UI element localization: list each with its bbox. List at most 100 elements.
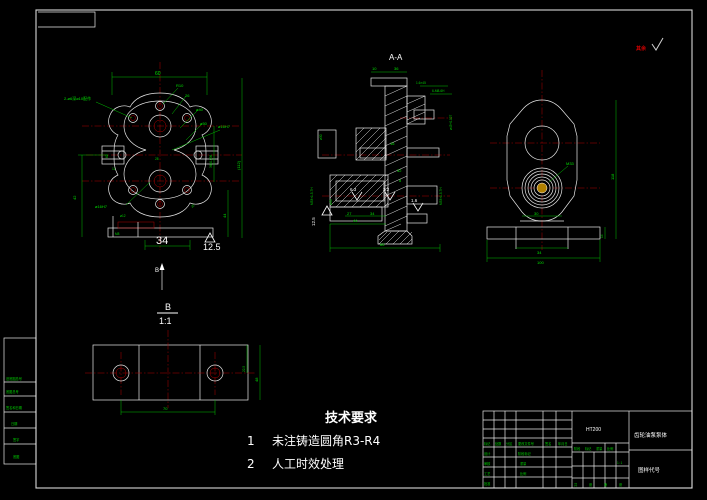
aa-surf-1-6: 1.6 [411,198,418,203]
front-bolt-hole-br [182,185,192,195]
tb-scale-value: 1: 1 [617,461,623,465]
aa-hatch-foot [378,230,413,245]
aa-main-wall [384,85,408,232]
tb-bl-3: 张 [619,482,623,487]
corner-mark-text: 其余 [636,45,647,52]
tb-row-0: 设计 [484,451,491,456]
tb-hdr-0: 标记 [484,441,491,446]
tb-mid-2: 比例 [520,471,526,476]
bb-scale: 1:1 [159,316,172,326]
front-bolt-hole-br-in [184,187,190,193]
front-bore-upper-inner [153,119,167,133]
aa-surf-6-3: 6.3 [350,187,357,192]
title-block-revision-grid [483,411,573,488]
aa-dim-f30c: M33×1.5-7H [439,187,443,205]
side-boss-c4 [530,176,554,200]
tech-req-2-no: 2 [247,457,255,471]
aa-hatch-left [329,174,389,208]
section-aa-label: A-A [389,53,403,62]
view-section-bb: B 1:1 70 48 22.5 [85,302,261,415]
lmt-row-2: 签名和日期 [6,405,22,410]
side-dim-100: 100 [537,260,544,265]
aa-dim-8: 8 [399,178,402,183]
title-block-frame [482,410,693,489]
bb-hole-left-in [115,367,127,379]
lmt-row-4: 签字 [13,437,19,442]
bb-dim-70: 70 [163,406,168,411]
tech-req-1-no: 1 [247,434,255,448]
aa-dim-27: 27 [347,211,352,216]
lmt-row-3: 日期 [11,421,17,426]
front-dim-small5: ø12 [120,214,126,218]
aa-bottom-foot [377,230,413,245]
bb-plate [92,344,249,401]
aa-left-bore [335,180,385,202]
tb-bl-2: 第 [604,482,608,487]
front-dim-34-text: 34 [156,235,168,247]
aa-dim-6M8: 6-M8-6H [432,89,445,93]
front-dim-small3: 28 [155,157,159,161]
aa-dim-34: 34 [370,211,375,216]
aa-top-step [370,77,408,87]
side-dims: 118 34 100 30 14 [486,100,617,265]
bb-dim-48: 48 [254,377,259,382]
tb-material: HT200 [586,427,601,433]
front-section-B-label: B [155,268,159,274]
tb-row-3: 批准 [484,481,491,486]
front-bolt-hole-top-in [157,103,163,109]
tb-drawing-code: 图样代号 [638,466,661,474]
left-margin-table: 旧底图总号 底图总号 签名和日期 日期 签字 底图 [3,337,37,465]
lmt-row-5: 底图 [13,454,19,459]
front-surface-tri-icon [204,232,216,243]
aa-dim-16: 16 [390,141,395,146]
corner-surface-mark: 其余 [636,37,664,52]
aa-dim-M33: M33×1.5-7H [310,187,314,205]
front-dim-26: 26 [185,93,190,98]
aa-right-mid-bore [406,147,440,158]
front-note-leader: 2-ø6深ø10配作 [64,95,133,119]
tb-part-name: 齿轮油泵泵体 [634,431,668,439]
front-leader-group: R10 26 ø40 ø50 ø16H7 ø16H7 [95,83,231,209]
aa-surf-icon-c [412,202,424,212]
front-surface-text: 12.5 [203,242,221,252]
front-bolt-hole-tr-in [184,115,190,121]
lmt-row-0: 旧底图总号 [6,376,22,381]
front-bolt-hole-tr [182,113,192,123]
front-note-text: 2-ø6深ø10配作 [64,95,91,101]
aa-surf-3-2: 3.2 [383,187,390,192]
tb-hdr-1: 处数 [495,441,502,446]
side-boss-c1 [521,167,563,209]
side-boss-c5 [533,179,551,197]
aa-dim-10: 10 [372,66,377,71]
front-bolt-hole-tl [128,113,138,123]
front-bore-upper [148,114,172,138]
front-dim-16H7-a: ø16H7 [218,124,231,129]
front-dim-34: 34 [144,235,191,250]
aa-dims: 10 36 1.6×45 6-M8-6H ø45+0.027 16 32 8 ø… [310,66,453,252]
lmt-frame [3,337,37,465]
bb-hole-right [206,364,224,382]
view-section-aa: A-A [310,53,453,252]
front-dim-tol36-text: 36±0.036 [209,155,213,168]
aa-upper-bore [413,109,435,120]
front-boss-right [195,145,219,165]
front-dim-tol36: 36±0.036 [209,126,215,182]
bb-label: B [165,302,171,312]
front-dim-44: 44 [222,190,229,237]
title-block: 标记 处数 分区 更改文件号 签名 年月日 设计 审核 工艺 批准 阶段标记 重… [482,410,693,489]
aa-left-small-block [317,129,337,159]
front-bolt-hole-bl-in [130,187,136,193]
tb-mid-0: 阶段标记 [518,451,532,456]
aa-surf-icon-d [321,205,333,216]
tech-req-title: 技术要求 [325,410,378,426]
view-front: 60 R10 26 ø40 ø50 ø16H7 ø16H7 2-ø6深ø10配作 [64,62,243,290]
side-dim-M33: M33 [566,161,575,166]
front-dim-112-text: (112) [236,160,241,170]
front-bolt-hole-top [155,101,165,111]
aa-hatch-lus [355,127,387,161]
side-boss-c3 [527,173,557,203]
front-dim-42: 42 [72,154,108,237]
tb-row-1: 审核 [484,461,491,466]
front-bolt-hole-bl [128,185,138,195]
